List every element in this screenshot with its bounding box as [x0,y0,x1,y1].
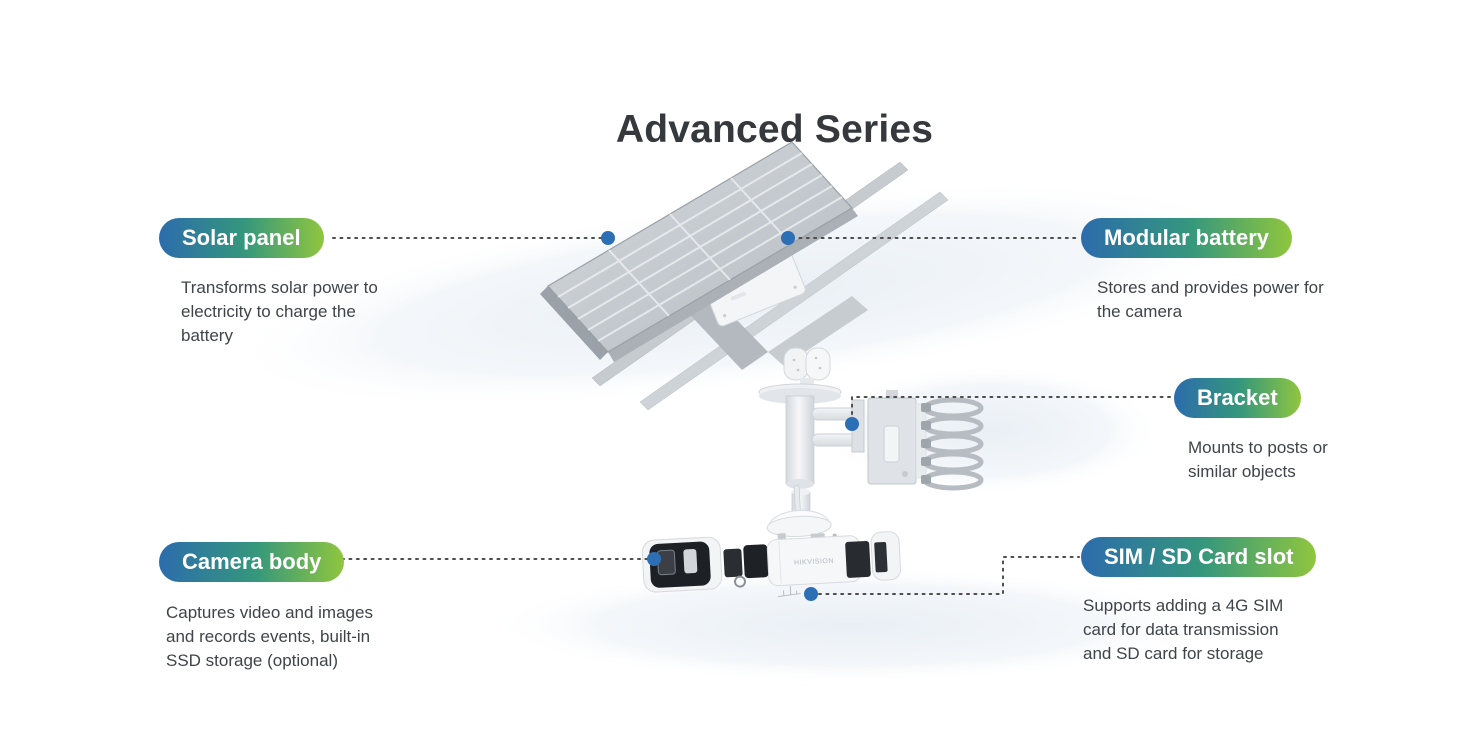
connector-dot-camera-body [647,552,661,566]
sim-sd-card-slot-description: Supports adding a 4G SIM card for data t… [1083,596,1284,663]
connector-dot-modular-battery [781,231,795,245]
hose-clamps-graphic [921,397,984,491]
modular-battery-label: Modular battery [1081,218,1293,258]
connector-line-bracket [851,396,1173,415]
connector-dot-solar-panel [601,231,615,245]
pole-bracket-graphic [758,383,865,517]
bracket-label: Bracket [1174,378,1301,418]
solar-panel-graphic [540,141,858,362]
camera-brand-label: HIKVISION [794,558,834,567]
size-sketch [777,585,801,598]
connector-line-sim-sd [818,556,1080,595]
camera-body-label: Camera body [159,542,345,582]
callout-bracket: Bracket Mounts to posts or similar objec… [1174,378,1328,481]
connectors [332,231,1173,601]
camera-graphic: HIKVISION [641,481,902,598]
callout-solar-panel: Solar panel Transforms solar power to el… [159,218,378,345]
bracket-description: Mounts to posts or similar objects [1188,438,1328,481]
mounting-plate-graphic [867,390,927,485]
connector-dot-sim-sd [804,587,818,601]
sim-sd-card-slot-label: SIM / SD Card slot [1081,537,1317,577]
page-title: Advanced Series [615,108,934,152]
camera-body-description: Captures video and images and records ev… [166,603,373,670]
callout-modular-battery: Modular battery Stores and provides powe… [1081,218,1324,321]
connector-dot-bracket [845,417,859,431]
solar-panel-description: Transforms solar power to electricity to… [181,278,378,345]
callout-camera-body: Camera body Captures video and images an… [159,542,373,670]
junction-box-graphic [783,347,831,386]
callout-sim-sd-card-slot: SIM / SD Card slot Supports adding a 4G … [1081,537,1317,663]
modular-battery-description: Stores and provides power for the camera [1097,278,1324,321]
solar-panel-label: Solar panel [159,218,324,258]
